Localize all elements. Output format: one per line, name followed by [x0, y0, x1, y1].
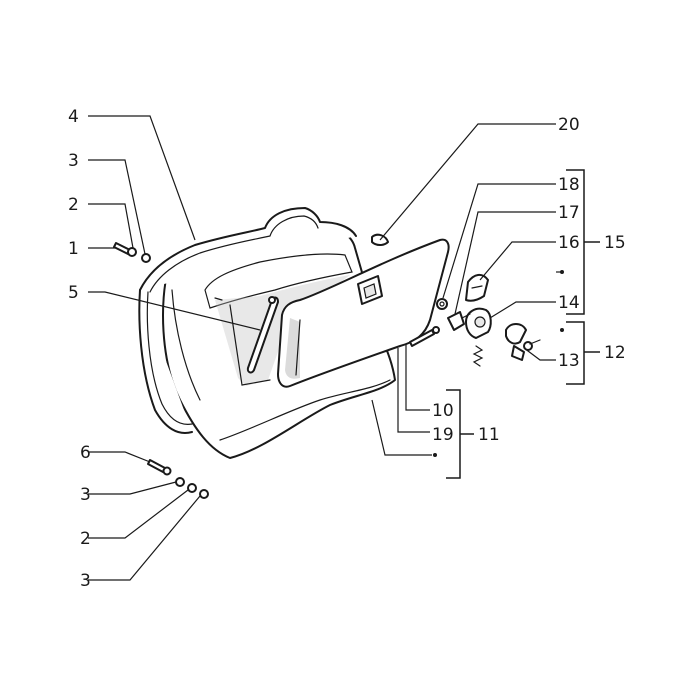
callout-13: 13	[558, 351, 580, 371]
callout-labels: 4 3 2 1 5 6 3 2 3 20 18 17 16 15 14 13 1…	[68, 107, 626, 591]
callout-3-lower: 3	[80, 485, 91, 505]
nut-3-lower	[175, 477, 185, 487]
callout-19: 19	[432, 425, 454, 445]
callout-3-bottom: 3	[80, 571, 91, 591]
washer-2-lower	[187, 483, 197, 493]
callout-16: 16	[558, 233, 580, 253]
callout-14: 14	[558, 293, 580, 313]
callout-11: 11	[478, 425, 500, 445]
bolt-6	[147, 459, 172, 476]
spring	[472, 345, 484, 367]
bracket-15	[566, 169, 600, 315]
seal-gasket	[138, 207, 357, 434]
dot-11	[433, 453, 437, 457]
callout-10: 10	[432, 401, 454, 421]
callout-4: 4	[68, 107, 79, 127]
nut-3-bottom	[199, 489, 209, 499]
callout-6: 6	[80, 443, 91, 463]
spring-plate-16	[465, 274, 489, 302]
callout-12: 12	[604, 343, 626, 363]
door-stay-rod	[246, 296, 279, 374]
callout-20: 20	[558, 115, 580, 135]
callout-2-lower: 2	[80, 529, 91, 549]
lock-cylinder-keys	[505, 323, 541, 361]
glove-box-door	[277, 238, 450, 388]
lock-body-14	[461, 307, 492, 339]
callout-15: 15	[604, 233, 626, 253]
callout-1: 1	[68, 239, 79, 259]
dot-15	[560, 270, 564, 274]
hinge-pin	[409, 326, 440, 347]
nut-18	[436, 298, 448, 310]
callout-17: 17	[558, 203, 580, 223]
dot-12	[560, 328, 564, 332]
bracket-12	[566, 321, 600, 385]
latch-17	[447, 311, 465, 331]
washer-2-top	[141, 253, 151, 263]
leader-lines	[88, 115, 562, 581]
callout-3-top: 3	[68, 151, 79, 171]
callout-5: 5	[68, 283, 79, 303]
screw-1	[113, 242, 137, 257]
bracket-11	[446, 389, 474, 479]
callout-2-top: 2	[68, 195, 79, 215]
callout-18: 18	[558, 175, 580, 195]
